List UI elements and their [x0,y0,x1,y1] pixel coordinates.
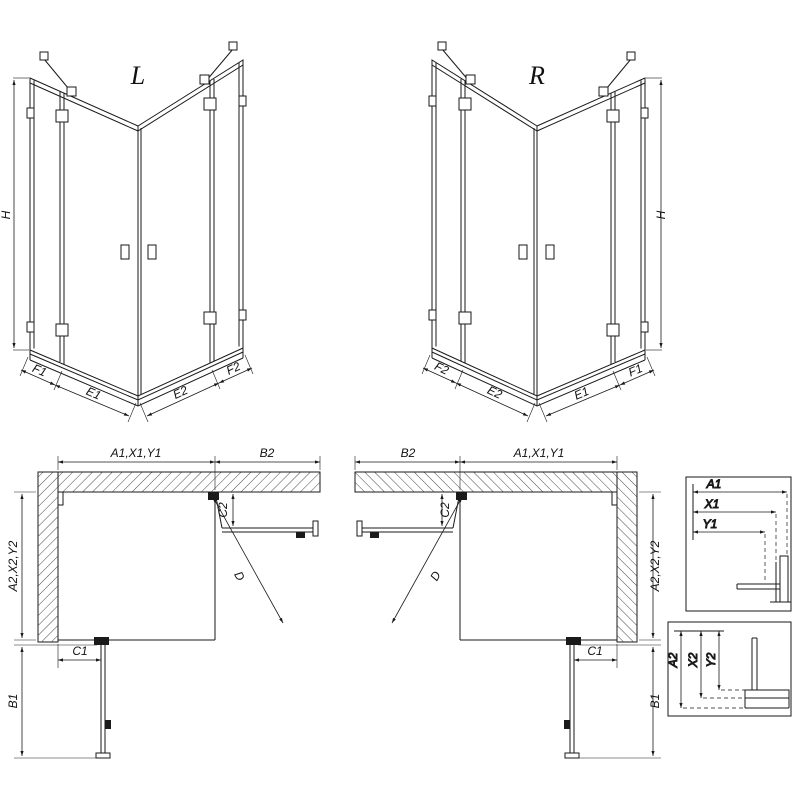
front-view-left: L H F1 E1 E2 F2 [0,42,253,422]
detail-dim-x1: X1 [704,497,720,511]
detail-vertical-frame [667,621,792,717]
dim-label-b1-left: B1 [6,694,20,709]
dim-label-c1-left: C1 [72,644,87,658]
dim-label-height-left: H [0,210,13,219]
dim-label-e2-left: E2 [171,383,191,402]
dim-label-width-right: A1,X1,Y1 [513,446,565,460]
detail-horizontal-frame [685,476,792,612]
plan-right-geometry-instance [355,456,661,758]
detail-dim-x2: X2 [686,652,700,668]
detail-dim-y1: Y1 [703,517,718,531]
dim-label-e2-right: E2 [485,383,505,402]
detail-dim-y2: Y2 [704,652,718,667]
dim-label-width-left: A1,X1,Y1 [110,446,162,460]
plan-view-left: A1,X1,Y1 B2 A2,X2,Y2 B1 C1 C2 D [6,446,320,758]
detail-horizontal-section: A1 X1 Y1 [685,476,792,612]
front-right-geometry-instance [422,42,662,422]
plan-view-right: B2 A1,X1,Y1 A2,X2,Y2 B1 C1 C2 D [355,446,662,758]
front-left-geometry-instance [13,42,253,422]
detail-dim-a2: A2 [666,652,680,668]
dim-label-d-left: D [231,569,248,584]
variant-label-right: R [528,61,545,90]
dim-label-height-right: H [654,210,668,219]
dim-label-f1-left: F1 [30,361,48,379]
detail-vertical-section: A2 X2 Y2 [666,621,792,717]
front-view-right: R H F2 E2 E1 F1 [422,42,668,422]
detail-dim-a1: A1 [706,477,722,491]
plan-left-geometry-instance [14,456,320,758]
dim-label-c2-left: C2 [216,502,230,518]
dim-label-depth-right: A2,X2,Y2 [648,540,662,592]
dim-label-f2-right: F2 [432,359,451,378]
dim-label-e1-left: E1 [84,384,103,403]
dim-label-d-right: D [427,569,444,584]
dim-label-f2-left: F2 [224,359,243,378]
dim-label-c2-right: C2 [438,502,452,518]
dim-label-f1-right: F1 [626,361,644,379]
dim-label-depth-left: A2,X2,Y2 [6,540,20,592]
dim-label-b2-right: B2 [401,446,416,460]
dim-label-e1-right: E1 [572,384,591,403]
dim-label-b2-left: B2 [260,446,275,460]
dim-label-b1-right: B1 [648,694,662,709]
dim-label-c1-right: C1 [587,644,602,658]
variant-label-left: L [130,61,145,90]
